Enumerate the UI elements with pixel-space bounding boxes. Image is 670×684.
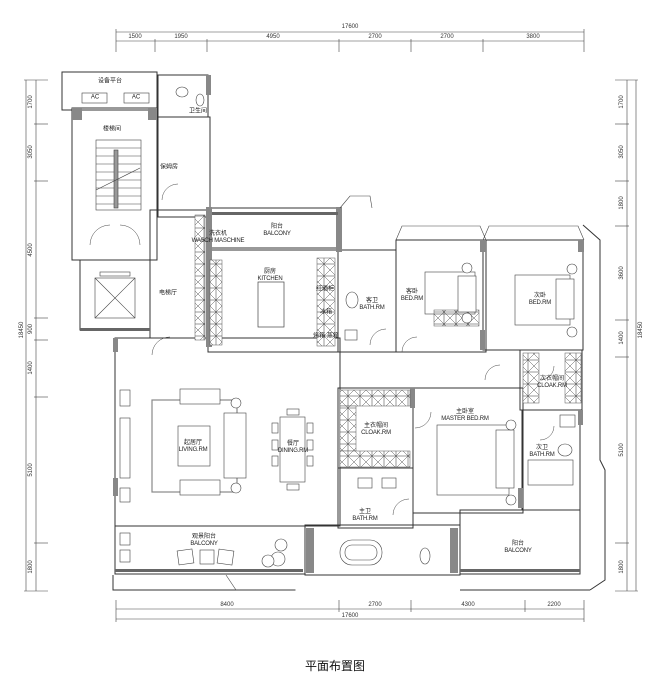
bottom-dim-3: 4300 xyxy=(461,602,475,608)
living-furniture xyxy=(119,388,247,503)
wine-cabinet-label: 红酒柜 xyxy=(315,286,335,293)
fridge-label: 冰箱 xyxy=(319,309,333,316)
maid-room-label: 保姆房 xyxy=(159,164,179,171)
top-dim-6: 3800 xyxy=(526,34,540,40)
kitchen-island xyxy=(257,281,285,328)
left-dim-3: 4500 xyxy=(28,243,34,257)
left-dim-2: 3050 xyxy=(28,145,34,159)
elevator-hall-label: 电梯厅 xyxy=(158,290,178,297)
bay-windows xyxy=(225,195,585,591)
left-dim-5: 1400 xyxy=(28,361,34,375)
door-swings xyxy=(89,183,555,516)
right-dim-5: 1400 xyxy=(619,331,625,345)
balcony-furniture xyxy=(119,532,288,568)
bottom-dimension xyxy=(115,600,585,622)
top-dim-4: 2700 xyxy=(368,34,382,40)
right-dimension xyxy=(615,79,638,592)
elevator-shaft xyxy=(94,271,136,319)
left-dim-7: 1800 xyxy=(28,560,34,574)
left-dim-4: 900 xyxy=(28,323,34,335)
right-dim-7: 1800 xyxy=(619,560,625,574)
drawing-caption: 平面布置图 xyxy=(304,659,365,673)
staircase xyxy=(95,139,142,211)
right-total-dimension: 18450 xyxy=(638,321,644,339)
right-dim-4: 3600 xyxy=(619,266,625,280)
right-dim-6: 5100 xyxy=(619,443,625,457)
top-dim-1: 1500 xyxy=(128,34,142,40)
top-dimension xyxy=(115,29,585,52)
top-total-dimension: 17600 xyxy=(341,24,359,30)
bottom-dim-1: 8400 xyxy=(220,602,234,608)
left-total-dimension: 18450 xyxy=(19,321,25,339)
left-dim-1: 1700 xyxy=(28,95,34,109)
structural-columns xyxy=(72,75,584,573)
balcony-rails xyxy=(80,212,580,572)
beds xyxy=(424,262,578,506)
bottom-total-dimension: 17600 xyxy=(341,613,359,619)
bottom-dim-2: 2700 xyxy=(368,602,382,608)
ac-left-label: AC xyxy=(90,94,100,101)
walls xyxy=(61,71,606,591)
dining-table xyxy=(271,408,314,491)
oven-label: 烤箱 蒸箱 xyxy=(313,333,339,340)
ac-right-label: AC xyxy=(131,94,141,101)
bath-fixtures xyxy=(175,86,576,566)
top-dim-3: 4950 xyxy=(266,34,280,40)
bottom-dim-4: 2200 xyxy=(547,602,561,608)
right-dim-2: 3050 xyxy=(619,145,625,159)
left-dim-6: 5100 xyxy=(28,463,34,477)
staff-wc-label: 卫生间 xyxy=(188,108,208,115)
top-dim-5: 2700 xyxy=(440,34,454,40)
top-dim-2: 1950 xyxy=(174,34,188,40)
right-dim-1: 1700 xyxy=(619,95,625,109)
right-dim-3: 1800 xyxy=(619,196,625,210)
left-dimension xyxy=(24,79,48,592)
equipment-platform-label: 设备平台 xyxy=(97,78,123,85)
ac-units xyxy=(81,92,150,104)
stairwell-label: 楼梯间 xyxy=(102,126,122,133)
